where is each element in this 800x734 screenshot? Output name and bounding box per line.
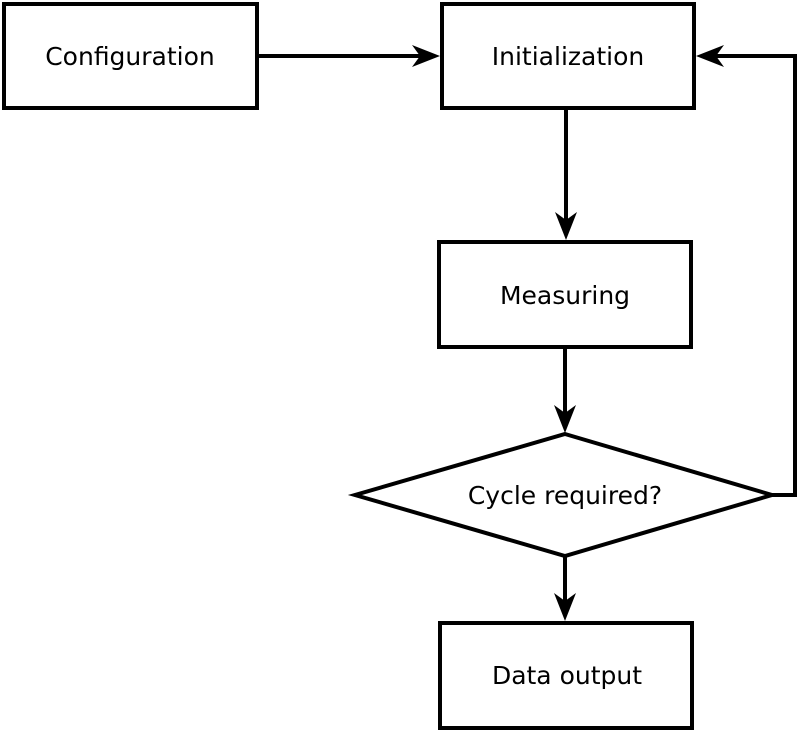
node-data-output bbox=[438, 621, 694, 730]
node-cycle-required bbox=[347, 431, 780, 559]
node-initialization bbox=[440, 2, 696, 110]
node-measuring bbox=[437, 240, 693, 349]
node-data-output-label: Data output bbox=[492, 661, 642, 690]
node-configuration bbox=[2, 2, 259, 110]
node-cycle-required-label: Cycle required? bbox=[468, 481, 662, 510]
node-configuration-label: Configuration bbox=[45, 42, 215, 71]
edge-cycle-required-loopback-to-initialization bbox=[696, 45, 797, 497]
node-initialization-label: Initialization bbox=[492, 42, 644, 71]
node-measuring-label: Measuring bbox=[500, 281, 630, 310]
